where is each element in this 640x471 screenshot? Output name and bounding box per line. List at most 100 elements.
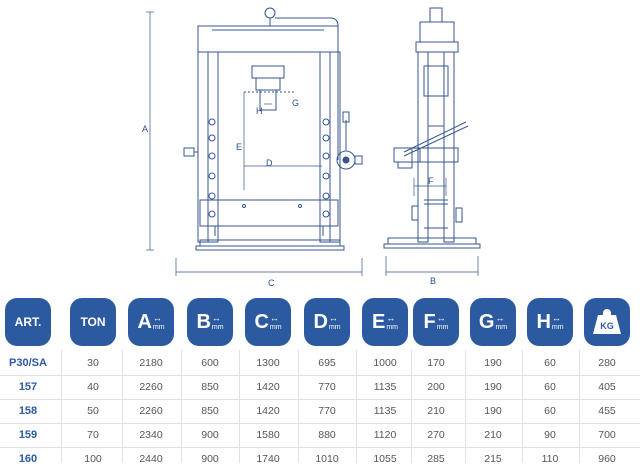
table-cell-d: 1010	[315, 453, 339, 465]
table-cell-b: 850	[201, 405, 219, 417]
table-cell-a: 2440	[139, 453, 163, 465]
table-cell-f: 200	[427, 381, 445, 393]
weight-unit-label: KG	[600, 321, 614, 331]
table-cell-c: 1580	[256, 429, 280, 441]
unit-label: mm	[152, 323, 165, 331]
dim-label-d: D	[266, 158, 273, 168]
table-cell-ton: 70	[87, 429, 99, 441]
weight-icon: KG	[593, 309, 621, 334]
double-arrow-icon: ↔	[328, 312, 338, 323]
table-cell-h: 60	[544, 357, 556, 369]
header-d-letter: D	[313, 311, 328, 333]
double-arrow-icon: ↔	[211, 312, 221, 323]
header-b-letter: B	[196, 311, 211, 333]
table-cell-g: 190	[484, 357, 502, 369]
table-cell-ton: 100	[84, 453, 102, 465]
table-cell-f: 210	[427, 405, 445, 417]
table-cell-h: 110	[541, 453, 559, 465]
column-divider	[181, 350, 182, 463]
table-cell-e: 1135	[373, 381, 397, 393]
table-cell-e: 1000	[373, 357, 397, 369]
double-arrow-icon: ↔	[269, 312, 279, 323]
unit-label: mm	[551, 323, 564, 331]
header-art: ART.	[5, 298, 51, 346]
table-cell-art: 159	[18, 429, 38, 441]
table-cell-d: 770	[318, 405, 336, 417]
table-cell-art: 157	[18, 381, 38, 393]
table-cell-f: 170	[427, 357, 445, 369]
table-cell-e: 1055	[373, 453, 397, 465]
column-divider	[411, 350, 412, 463]
table-cell-e: 1120	[373, 429, 397, 441]
header-ton-label: TON	[80, 315, 106, 329]
column-divider	[61, 350, 62, 463]
table-cell-d: 770	[318, 381, 336, 393]
table-cell-d: 695	[318, 357, 336, 369]
table-cell-h: 60	[544, 405, 556, 417]
table-cell-ton: 40	[87, 381, 99, 393]
table-cell-h: 60	[544, 381, 556, 393]
double-arrow-icon: ↔	[386, 312, 396, 323]
table-cell-g: 190	[484, 381, 502, 393]
table-cell-f: 270	[427, 429, 445, 441]
double-arrow-icon: ↔	[152, 312, 162, 323]
table-cell-b: 900	[201, 453, 219, 465]
header-h-letter: H	[536, 311, 551, 333]
table-cell-f: 285	[427, 453, 445, 465]
double-arrow-icon: ↔	[436, 312, 446, 323]
header-e: E↔mm	[362, 298, 408, 346]
press-technical-drawing: A C E D G H B F	[142, 7, 481, 288]
header-b: B↔mm	[187, 298, 233, 346]
table-cell-kg: 455	[598, 405, 616, 417]
table-cell-e: 1135	[373, 405, 397, 417]
table-cell-g: 190	[484, 405, 502, 417]
dim-label-a: A	[142, 124, 148, 134]
table-cell-ton: 50	[87, 405, 99, 417]
unit-label: mm	[386, 323, 398, 331]
table-cell-b: 900	[201, 429, 219, 441]
table-cell-a: 2260	[139, 381, 163, 393]
side-dimension-lines	[385, 178, 479, 276]
unit-label: mm	[436, 323, 449, 331]
header-kg: KG	[584, 298, 630, 346]
front-dimension-lines	[146, 11, 363, 276]
column-divider	[579, 350, 580, 463]
column-divider	[522, 350, 523, 463]
table-cell-ton: 30	[87, 357, 99, 369]
header-f-letter: F	[423, 311, 436, 333]
table-cell-h: 90	[544, 429, 556, 441]
unit-label: mm	[269, 323, 282, 331]
dim-label-g: G	[292, 98, 299, 108]
unit-label: mm	[211, 323, 224, 331]
table-cell-kg: 280	[598, 357, 616, 369]
table-cell-g: 210	[484, 429, 502, 441]
double-arrow-icon: ↔	[495, 312, 505, 323]
column-divider	[239, 350, 240, 463]
header-a-letter: A	[137, 311, 152, 333]
header-c-letter: C	[254, 311, 269, 333]
header-g-letter: G	[478, 311, 495, 333]
header-f: F↔mm	[413, 298, 459, 346]
table-cell-kg: 960	[598, 453, 616, 465]
dim-label-c: C	[268, 278, 275, 288]
header-h: H↔mm	[527, 298, 573, 346]
side-view	[383, 7, 481, 249]
header-d: D↔mm	[304, 298, 350, 346]
table-cell-art: P30/SA	[9, 357, 47, 369]
table-cell-a: 2260	[139, 405, 163, 417]
table-cell-art: 160	[18, 453, 38, 465]
table-cell-c: 1300	[256, 357, 280, 369]
dim-label-e: E	[236, 142, 242, 152]
header-g: G↔mm	[470, 298, 516, 346]
header-c: C↔mm	[245, 298, 291, 346]
table-cell-d: 880	[318, 429, 336, 441]
table-cell-b: 600	[201, 357, 219, 369]
header-e-letter: E	[371, 311, 386, 333]
